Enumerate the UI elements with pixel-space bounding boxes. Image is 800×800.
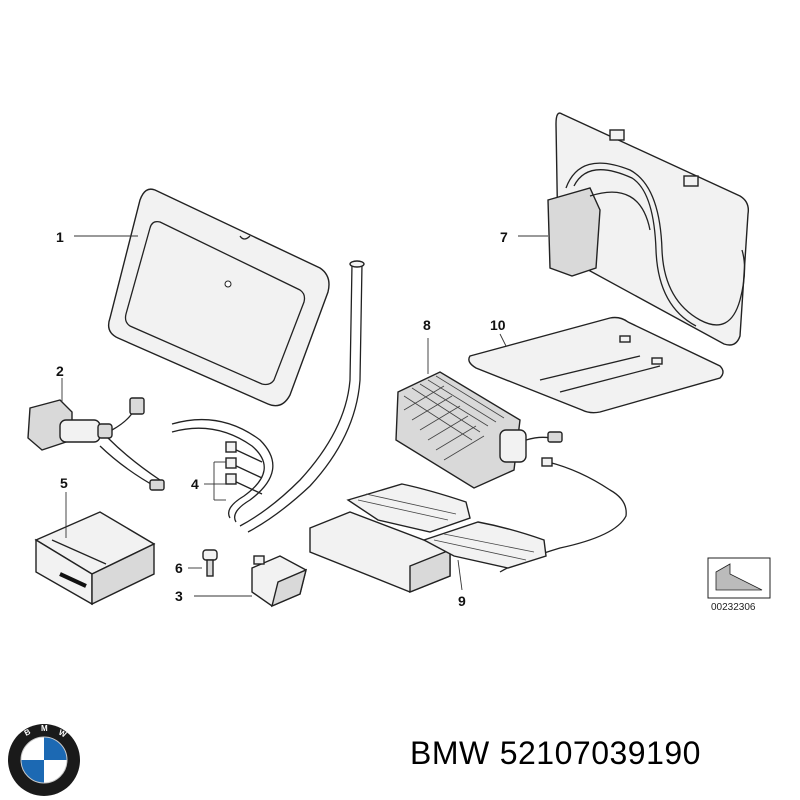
air-tubes (239, 260, 365, 533)
part-8-blower (395, 371, 627, 573)
brand-name: BMW (410, 735, 490, 771)
reference-code: 00232306 (711, 602, 756, 613)
callout-10: 10 (490, 317, 506, 333)
part-number: 52107039190 (499, 735, 701, 771)
callout-4: 4 (191, 476, 199, 492)
svg-text:W: W (57, 728, 68, 740)
callout-7: 7 (500, 229, 508, 245)
callout-1: 1 (56, 229, 64, 245)
callout-5: 5 (60, 475, 68, 491)
part-5-box (34, 511, 156, 606)
reference-symbol (707, 557, 771, 599)
part-10-cushion-pad (468, 316, 724, 414)
callout-6: 6 (175, 560, 183, 576)
part-7-backrest-panel (547, 112, 750, 346)
part-2-motor (27, 397, 165, 491)
part-9-seat-pads (309, 483, 547, 594)
part-6-screw (202, 549, 218, 577)
part-3-control-unit (251, 555, 308, 608)
callout-9: 9 (458, 593, 466, 609)
svg-text:M: M (41, 724, 48, 733)
callout-8: 8 (423, 317, 431, 333)
part-4-hoses (171, 418, 274, 523)
callout-3: 3 (175, 588, 183, 604)
svg-text:B: B (23, 727, 33, 738)
bmw-logo: B M W (8, 724, 80, 796)
part-1-heating-mat (107, 188, 330, 407)
callout-2: 2 (56, 363, 64, 379)
leader-lines (61, 235, 548, 597)
